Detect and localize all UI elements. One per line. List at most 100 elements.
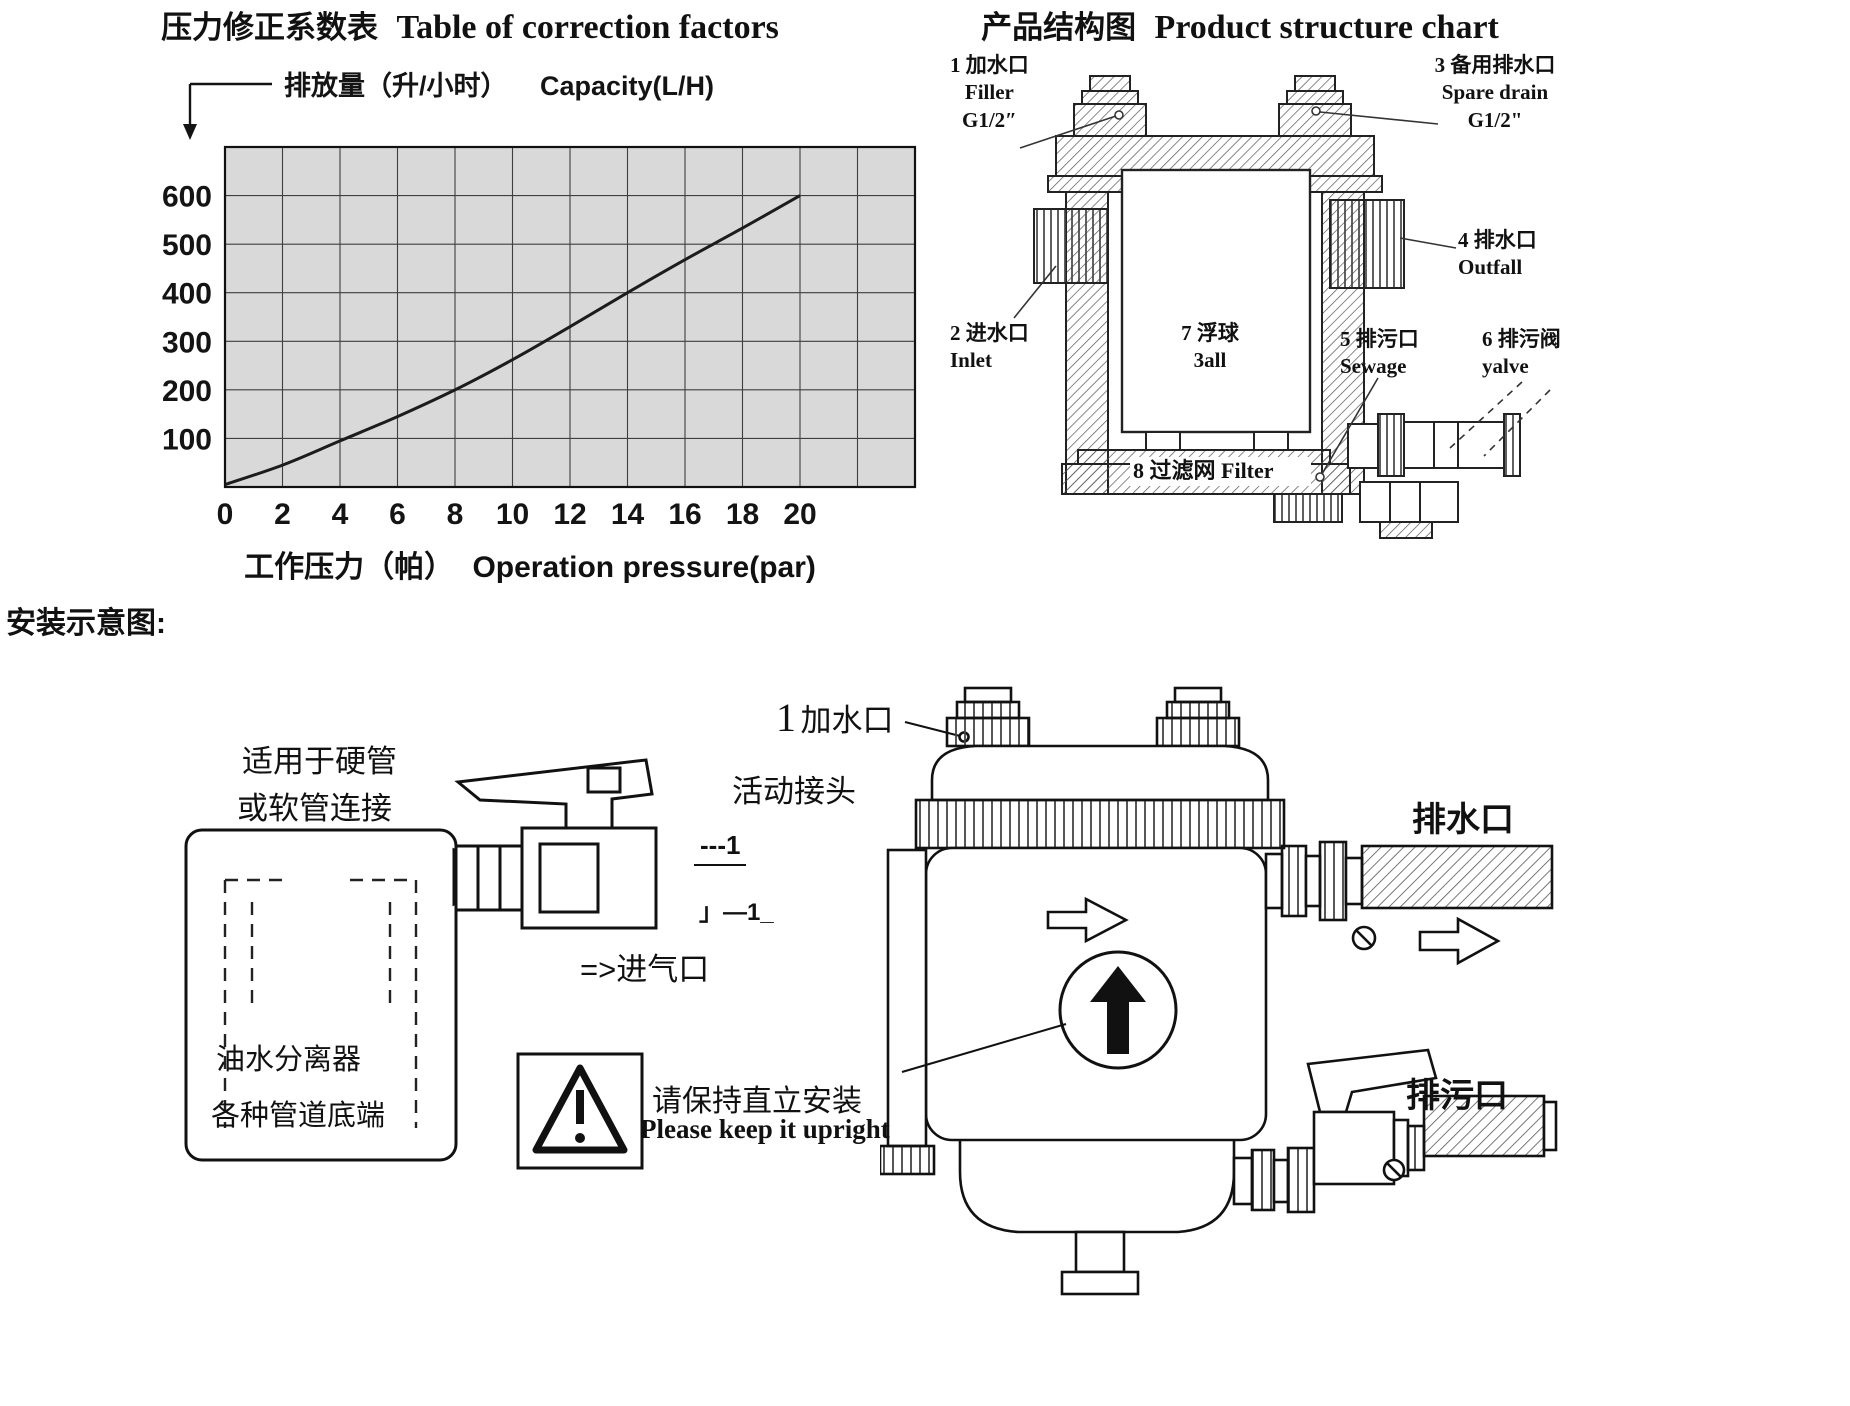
inlet-down-pipe	[886, 848, 928, 1148]
top-bolt-left	[945, 686, 1031, 748]
outfall-port	[1329, 199, 1405, 289]
bottom-cup	[958, 1140, 1236, 1234]
product-structure-chart: 1 加水口 Filler G1/2″ 3 备用排水口 Spare drain G…	[950, 52, 1850, 632]
y-tick-label: 200	[162, 375, 212, 408]
up-arrow-icon	[1090, 966, 1146, 1054]
ball-valve-drawing	[454, 758, 658, 930]
part-zh: 备用排水口	[1450, 53, 1556, 77]
x-tick-label: 10	[496, 498, 529, 531]
dashed-pipe-lines	[223, 878, 418, 1128]
pipe-note-line2: 或软管连接	[237, 791, 392, 826]
part-zh: 排污阀	[1497, 327, 1561, 351]
union-mark-top: ---1	[694, 830, 747, 866]
upright-warning-box	[516, 1052, 644, 1170]
x-tick-label: 2	[274, 498, 291, 531]
y-axis-label-en: Capacity(L/H)	[540, 71, 714, 101]
upright-label-zh: 请保持直立安装	[652, 1085, 862, 1118]
chart-title-en: Table of correction factors	[396, 9, 779, 46]
y-axis-callout	[183, 82, 272, 140]
filler-label: 1 加水口	[776, 694, 893, 741]
drain-pipe	[1360, 844, 1554, 910]
separator-label: 油水分离器	[216, 1044, 362, 1076]
part-zh: 过滤网	[1149, 458, 1216, 483]
y-tick-label: 400	[162, 278, 212, 311]
cover-flange	[914, 798, 1286, 850]
pipe-connection-drawing	[184, 758, 658, 1170]
sewage-ball-valve	[1306, 1048, 1438, 1186]
x-axis-label-en: Operation pressure(par)	[472, 551, 816, 584]
sewage-hose	[1422, 1094, 1546, 1158]
air-inlet-label: =>进气口	[580, 952, 710, 987]
sewage-drain-assembly	[1347, 413, 1521, 539]
filler-cap	[1073, 75, 1147, 137]
part-en: Filler	[964, 80, 1014, 105]
x-axis-title: 工作压力（帕） Operation pressure(par)	[230, 542, 830, 586]
part-label-sewage: 5 排污口 Sewage	[1340, 326, 1430, 381]
filler-text: 加水口	[800, 703, 894, 738]
part-en: Inlet	[950, 348, 992, 373]
x-tick-label: 16	[668, 498, 701, 531]
y-axis-label-zh: 排放量（升/小时）	[284, 70, 508, 101]
float-foot	[1253, 431, 1289, 451]
float-ball-body	[1120, 168, 1312, 434]
sewage-label: 排污口	[1406, 1077, 1508, 1115]
part-num: 5	[1340, 327, 1351, 351]
part-en: Spare drain	[1441, 80, 1549, 105]
inlet-port	[1033, 208, 1109, 284]
part-label-filler: 1 加水口 Filler G1/2″	[950, 52, 1029, 134]
install-heading: 安装示意图:	[6, 607, 166, 640]
chart-title: 压力修正系数表 Table of correction factors	[130, 2, 810, 47]
bottom-nut	[1273, 493, 1343, 523]
foot	[1074, 1230, 1126, 1274]
pipe-note-bubble	[184, 828, 458, 1162]
pipe-note-line1: 适用于硬管	[242, 744, 397, 779]
part-en: Filter	[1221, 458, 1274, 483]
y-tick-label: 500	[162, 229, 212, 262]
part-size: G1/2″	[961, 107, 1017, 132]
x-tick-label: 0	[217, 498, 234, 531]
flow-arrow-icon	[1046, 896, 1129, 944]
part-en: 3all	[1193, 348, 1227, 373]
part-num: 4	[1458, 228, 1469, 252]
plot-border	[223, 145, 917, 489]
y-tick-label: 300	[162, 326, 212, 359]
structure-title-en: Product structure chart	[1154, 9, 1499, 46]
part-label-inlet: 2 进水口 Inlet	[950, 320, 1030, 375]
part-num: 7	[1181, 321, 1192, 345]
exclamation-mark	[576, 1090, 584, 1124]
x-axis-label-zh: 工作压力（帕）	[244, 551, 455, 584]
part-zh: 进水口	[965, 321, 1029, 345]
part-num: 2	[950, 321, 961, 345]
part-num: 6	[1482, 327, 1493, 351]
top-bolt-right	[1155, 686, 1241, 748]
structure-title: 产品结构图 Product structure chart	[950, 2, 1530, 47]
exclamation-dot	[575, 1133, 585, 1143]
upright-label-en: Please keep it upright	[640, 1114, 890, 1144]
top-cover	[930, 744, 1270, 802]
leader-lines	[1013, 106, 1551, 482]
part-en: yalve	[1482, 354, 1529, 379]
valve-body	[1312, 1110, 1396, 1186]
part-label-filter: 8 过滤网 Filter	[1130, 457, 1311, 486]
spare-drain-cap	[1278, 75, 1352, 137]
flow-direction-arrow-icon	[1418, 916, 1501, 966]
grid-lines	[225, 147, 915, 487]
separator-install-drawing	[880, 686, 1558, 1296]
float-foot	[1145, 431, 1181, 451]
part-label-sewage-valve: 6 排污阀 yalve	[1482, 326, 1572, 381]
part-size: G1/2"	[1467, 107, 1523, 132]
indicator-leader-line	[901, 1023, 1067, 1073]
x-tick-label: 4	[332, 498, 349, 531]
outfall-union	[1264, 840, 1364, 922]
part-en: Sewage	[1340, 354, 1407, 379]
x-tick-label: 20	[783, 498, 816, 531]
y-tick-label: 100	[162, 423, 212, 456]
x-tick-label: 6	[389, 498, 406, 531]
x-tick-label: 12	[553, 498, 586, 531]
sewage-union	[1232, 1146, 1316, 1214]
valve-handle	[454, 758, 654, 832]
